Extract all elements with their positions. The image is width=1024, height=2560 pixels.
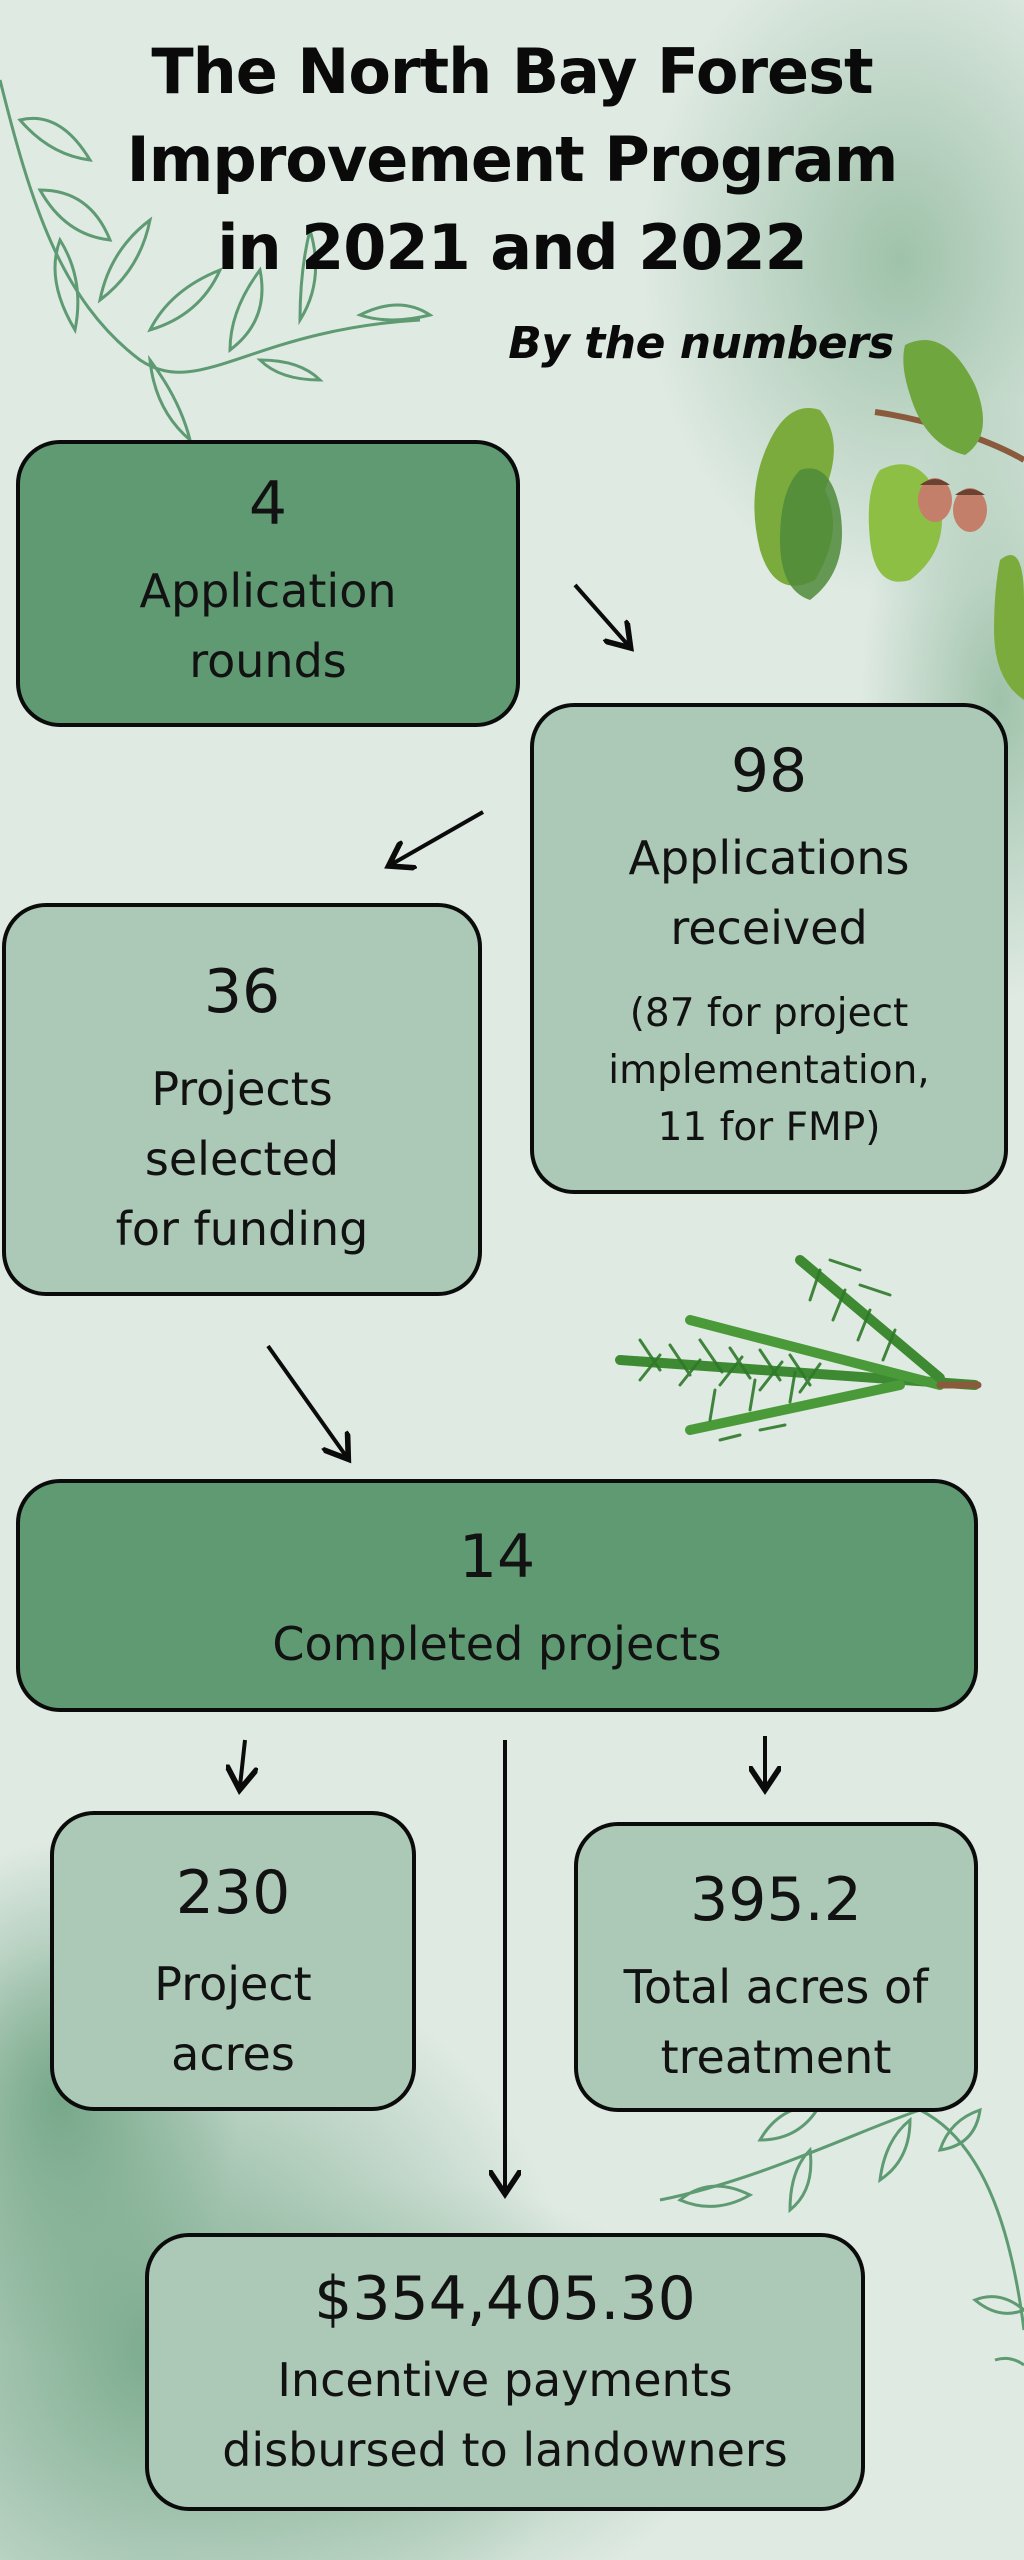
stat-incentive-payments: $354,405.30 Incentive payments disbursed… xyxy=(145,2233,865,2511)
stat-project-acres: 230 Project acres xyxy=(50,1811,416,2111)
stat-label: rounds xyxy=(189,634,347,688)
stat-label: Project xyxy=(154,1957,312,2011)
stat-application-rounds: 4 Application rounds xyxy=(16,440,520,727)
stat-value: 230 xyxy=(175,1858,291,1928)
arrow-icon xyxy=(266,1344,346,1456)
pine-branch-icon xyxy=(615,1255,982,1442)
stat-label: received xyxy=(670,901,868,955)
stat-note: implementation, xyxy=(608,1048,930,1093)
stat-note: 11 for FMP) xyxy=(657,1105,881,1150)
stat-projects-selected: 36 Projects selected for funding xyxy=(2,903,482,1296)
stat-label: for funding xyxy=(115,1202,369,1256)
vine-icon xyxy=(0,79,434,445)
arrow-icon xyxy=(573,583,628,645)
page-title: The North Bay Forest Improvement Program… xyxy=(0,28,1024,292)
stat-label: disbursed to landowners xyxy=(222,2423,788,2477)
arrow-icon xyxy=(240,1739,245,1786)
stat-value: 4 xyxy=(248,469,288,539)
title-line: in 2021 and 2022 xyxy=(217,211,808,284)
stat-label: Applications xyxy=(628,831,910,885)
stat-applications-received: 98 Applications received (87 for project… xyxy=(530,703,1008,1194)
stat-label: Incentive payments xyxy=(277,2353,733,2407)
stat-note: (87 for project xyxy=(629,991,909,1036)
stat-value: $354,405.30 xyxy=(314,2264,696,2334)
stat-label: acres xyxy=(171,2027,295,2081)
title-line: The North Bay Forest xyxy=(151,35,873,108)
stat-value: 395.2 xyxy=(690,1865,862,1935)
subtitle: By the numbers xyxy=(508,318,894,369)
stat-value: 14 xyxy=(458,1522,536,1592)
stat-label: Application xyxy=(139,564,397,618)
stat-treatment-acres: 395.2 Total acres of treatment xyxy=(574,1822,978,2112)
stat-label: selected xyxy=(144,1132,340,1186)
stat-value: 98 xyxy=(730,736,808,806)
stat-label: treatment xyxy=(660,2030,892,2084)
arrow-icon xyxy=(392,810,484,864)
stat-value: 36 xyxy=(203,957,281,1027)
stat-completed-projects: 14 Completed projects xyxy=(16,1479,978,1712)
stat-label: Completed projects xyxy=(272,1617,722,1671)
stat-label: Projects xyxy=(151,1062,333,1116)
stat-label: Total acres of xyxy=(623,1960,929,2014)
oak-branch-icon xyxy=(754,340,1024,700)
title-line: Improvement Program xyxy=(126,123,899,196)
